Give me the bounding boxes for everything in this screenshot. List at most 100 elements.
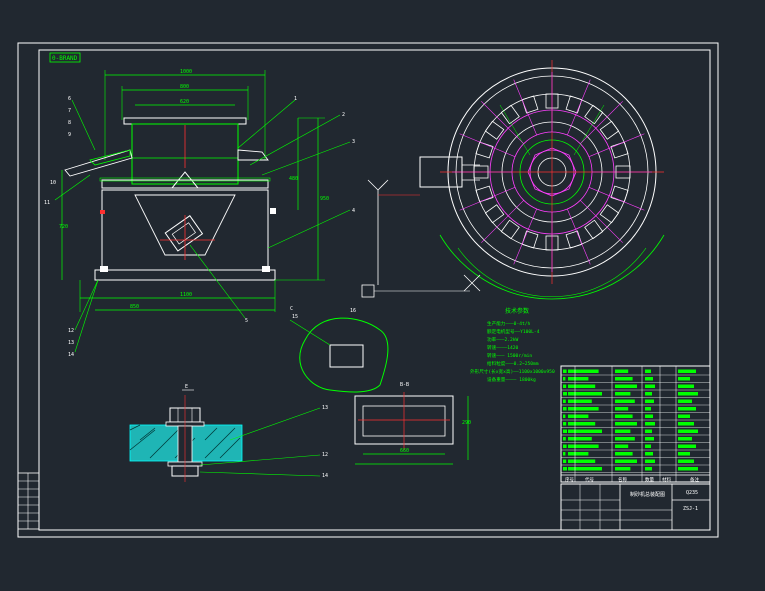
- parts-cell-mark: [563, 407, 567, 411]
- callout-5: 5: [245, 318, 248, 324]
- parts-cell-mark: [568, 399, 592, 403]
- callout-3: 3: [352, 139, 355, 145]
- radial-line: [567, 79, 591, 136]
- parts-cell-mark: [615, 459, 637, 463]
- parts-cell-mark: [563, 384, 567, 388]
- parts-cell-mark: [645, 377, 653, 381]
- parts-list: [561, 366, 710, 482]
- spec-line-5: 转速——— 1500r/min: [487, 352, 532, 359]
- radial-line: [459, 187, 516, 211]
- parts-cell-mark: [568, 407, 599, 411]
- parts-cell-mark: [563, 392, 567, 396]
- liner-segment: [565, 230, 583, 249]
- liner-segment: [500, 104, 520, 125]
- callout-6: 6: [68, 96, 71, 102]
- hdr-2: 名称: [618, 476, 627, 483]
- parts-cell-mark: [645, 392, 652, 396]
- parts-cell-mark: [645, 414, 653, 418]
- parts-cell-mark: [678, 467, 698, 471]
- parts-cell-mark: [645, 369, 651, 373]
- parts-cell-mark: [678, 399, 692, 403]
- outer-frame: [17, 42, 719, 538]
- parts-cell-mark: [615, 429, 631, 433]
- parts-cell-mark: [645, 444, 651, 448]
- view-b-label: B-B: [400, 382, 409, 388]
- radial-line: [567, 208, 591, 265]
- radial-line: [481, 101, 524, 144]
- hdr-3: 数量: [645, 476, 654, 483]
- parts-cell-mark: [645, 399, 654, 403]
- parts-cell-mark: [568, 369, 599, 373]
- radial-lines: [452, 72, 652, 272]
- parts-cell-mark: [678, 437, 692, 441]
- callout-8: 8: [68, 120, 71, 126]
- parts-cell-mark: [678, 369, 696, 373]
- liner-segment: [500, 219, 520, 240]
- parts-cell-mark: [645, 422, 655, 426]
- bolt-callout-2: 12: [322, 452, 328, 458]
- radial-line: [513, 79, 537, 136]
- radial-line: [513, 208, 537, 265]
- parts-cell-mark: [563, 369, 567, 373]
- liner-segment: [565, 95, 583, 114]
- bolt-view-label: E: [185, 384, 188, 390]
- parts-cell-mark: [615, 392, 631, 396]
- top-view: [419, 60, 665, 300]
- radial-line: [481, 200, 524, 243]
- parts-cell-mark: [678, 422, 694, 426]
- spec-line-6: 给料粒度———0.2~250mm: [487, 360, 539, 367]
- radial-line: [580, 101, 623, 144]
- callout-14: 14: [68, 352, 74, 358]
- parts-cell-mark: [645, 429, 652, 433]
- callout-2: 2: [342, 112, 345, 118]
- parts-cell-mark: [615, 407, 629, 411]
- parts-cell-mark: [568, 437, 592, 441]
- parts-cell-mark: [563, 459, 567, 463]
- liner-segment: [475, 185, 494, 203]
- dim-section-b-h: 290: [462, 420, 471, 426]
- spec-title: 技术参数: [505, 307, 529, 315]
- liner-segment: [521, 95, 539, 114]
- ucs-icon: [361, 179, 481, 298]
- corner-tag: 0-BRAND: [52, 55, 78, 62]
- drawing-name: 制砂机总装配图: [630, 491, 665, 498]
- spec-line-4: 转速————1420: [487, 344, 519, 351]
- spec-line-3: 功率———2.2kW: [487, 336, 519, 343]
- view-c-label: C: [290, 306, 293, 312]
- parts-cell-mark: [678, 414, 690, 418]
- dim-base2: 850: [130, 304, 139, 310]
- parts-cell-mark: [615, 399, 635, 403]
- drawing-no: ZSJ-1: [683, 506, 698, 512]
- parts-cell-mark: [645, 467, 652, 471]
- parts-cell-mark: [615, 384, 637, 388]
- liner-segment: [521, 230, 539, 249]
- spec-line-2: 额定电机型号——Y100L-4: [487, 328, 540, 335]
- bolt-callout-3: 14: [322, 473, 328, 479]
- parts-cell-mark: [563, 437, 566, 441]
- parts-cell-mark: [563, 429, 567, 433]
- parts-cell-mark: [615, 377, 633, 381]
- callout-12: 12: [68, 328, 74, 334]
- liner-segment: [599, 204, 620, 224]
- view-c: C 15 16: [289, 306, 389, 393]
- hdr-4: 材料: [662, 476, 671, 483]
- parts-cell-mark: [563, 467, 567, 471]
- parts-cell-mark: [645, 437, 654, 441]
- parts-cell-mark: [568, 429, 602, 433]
- liner-segment: [584, 219, 604, 240]
- liner-segment: [610, 185, 629, 203]
- spec-line-1: 生产能力———0-4t/h: [487, 320, 531, 327]
- parts-cell-mark: [563, 399, 566, 403]
- inner-frame: [38, 49, 711, 531]
- callout-15: 15: [292, 314, 298, 320]
- parts-cell-mark: [615, 444, 629, 448]
- spec-block: 技术参数 生产能力———0-4t/h 额定电机型号——Y100L-4 功率———…: [470, 307, 555, 383]
- parts-cell-mark: [678, 429, 698, 433]
- hdr-1: 代号: [585, 476, 594, 483]
- dim-base: 1100: [180, 292, 192, 298]
- parts-cell-mark: [563, 444, 567, 448]
- parts-cell-mark: [678, 452, 690, 456]
- dim-top: 1000: [180, 69, 192, 75]
- title-block: 制砂机总装配图 Q235 ZSJ-1 序号 代号 名称 数量 材料 备注: [560, 365, 711, 531]
- parts-cell-mark: [563, 377, 566, 381]
